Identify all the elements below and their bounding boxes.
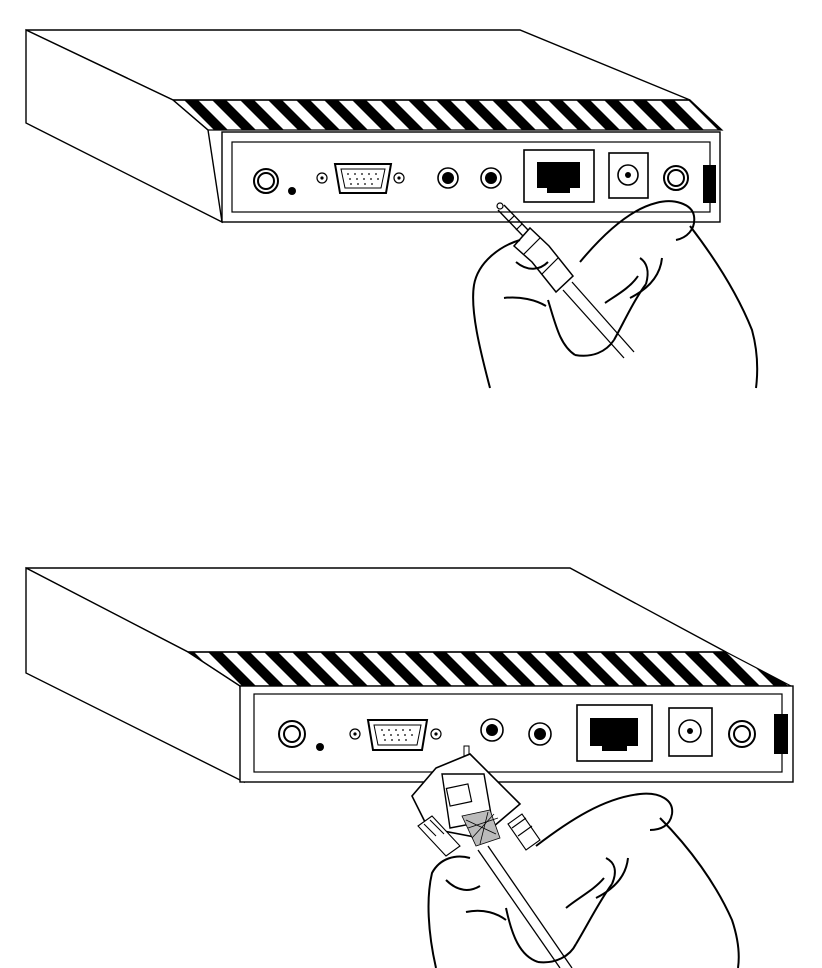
vent-stripes <box>170 98 730 132</box>
reset-hole <box>316 743 324 751</box>
rj45-port <box>524 150 594 202</box>
vga-cable <box>478 846 572 968</box>
coax-port-right <box>664 166 688 190</box>
figure-vga-cable <box>0 528 822 968</box>
vent-stripes <box>186 650 796 688</box>
screw-right <box>431 729 441 739</box>
coax-port-left <box>279 721 305 747</box>
screw-left <box>317 173 327 183</box>
audio-jack-1 <box>438 168 458 188</box>
vga-port <box>335 164 391 193</box>
vga-port <box>368 720 427 750</box>
power-jack <box>669 708 712 756</box>
figure-audio-cable <box>0 0 822 440</box>
audio-jack-2 <box>529 723 551 745</box>
coax-port-left <box>254 169 278 193</box>
coax-port-right <box>729 721 755 747</box>
screw-left <box>350 729 360 739</box>
screw-right <box>394 173 404 183</box>
device-audio-illustration <box>0 0 822 440</box>
power-jack <box>609 153 648 198</box>
device-vga-illustration <box>0 528 822 968</box>
reset-hole <box>288 187 296 195</box>
audio-jack-1 <box>481 719 503 741</box>
audio-cable <box>563 282 634 358</box>
rj45-port <box>577 705 652 761</box>
audio-jack-2 <box>481 168 501 188</box>
